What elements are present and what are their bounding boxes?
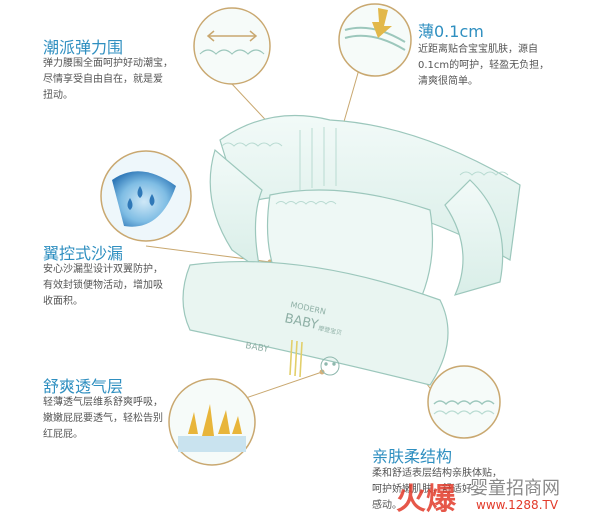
diaper-wetness-lines [289, 339, 303, 378]
feature-desc-elastic-waist: 弹力腰围全面呵护好动潮宝， 尽情享受自由自在，就是爱 扭动。 [43, 56, 173, 104]
diaper-baby-emblem [320, 356, 340, 376]
thin-arrow-icon [372, 8, 392, 38]
feature-line: 呵护娇嫩肌肤，舒适好 [372, 484, 472, 495]
feature-title-leak-guard: 翼控式沙漏 [43, 244, 124, 263]
feature-line: 0.1cm的呵护，轻盈无负担， [418, 60, 550, 71]
feature-line: 收面积。 [43, 296, 83, 307]
feature-line: 清爽很简单。 [418, 76, 478, 87]
diaper-side-panel-right [444, 179, 504, 296]
feature-line: 有效封锁便物活动，增加吸 [43, 280, 163, 291]
feature-line: 尽情享受自由自在，就是爱 [43, 74, 163, 85]
feature-line: 柔和舒适表层结构亲肤体贴， [372, 468, 502, 479]
callout-soft-skin [427, 365, 501, 439]
feature-line: 安心沙漏型设计双翼防护， [43, 264, 163, 275]
feature-line: 红屁屁。 [43, 429, 83, 440]
elastic-arrows-icon [206, 30, 258, 42]
callout-leak-guard [100, 150, 192, 242]
feature-desc-thin: 近距离贴合宝宝肌肤，源自 0.1cm的呵护，轻盈无负担， 清爽很简单。 [418, 42, 549, 90]
feature-line: 近距离贴合宝宝肌肤，源自 [418, 44, 538, 55]
feature-line: 轻薄透气层维系舒爽呼吸， [43, 397, 163, 408]
feature-line: 感动。 [372, 500, 402, 511]
diaper-side-panel-left [209, 148, 263, 272]
droplet-icon [127, 186, 155, 210]
diaper-front-panel [182, 260, 449, 386]
feature-title-thin: 薄0.1cm [418, 22, 484, 41]
diaper-ruffles [221, 127, 509, 205]
airflow-arrows-icon [188, 404, 242, 436]
feature-desc-leak-guard: 安心沙漏型设计双翼防护， 有效封锁便物活动，增加吸 收面积。 [43, 262, 163, 310]
feature-line: 弹力腰围全面呵护好动潮宝， [43, 58, 173, 69]
leader-line-breathable [239, 371, 323, 401]
feature-line: 嫩嫩屁屁要透气，轻松告别 [43, 413, 163, 424]
feature-title-breathable: 舒爽透气层 [43, 377, 124, 396]
feature-desc-soft-skin: 柔和舒适表层结构亲肤体贴， 呵护娇嫩肌肤，舒适好 感动。 [372, 466, 502, 514]
diaper [182, 114, 521, 386]
feature-desc-breathable: 轻薄透气层维系舒爽呼吸， 嫩嫩屁屁要透气，轻松告别 红屁屁。 [43, 395, 163, 443]
feature-title-elastic-waist: 潮派弹力围 [43, 38, 124, 57]
feature-line: 扭动。 [43, 90, 73, 101]
callout-elastic-waist [193, 7, 271, 85]
watermark-site-name: 婴童招商网 [470, 478, 560, 499]
watermark-url: www.1288.TV [476, 498, 559, 512]
watermark-logo: 火爆 [396, 482, 456, 517]
leader-dot-breathable [319, 369, 325, 375]
feature-title-soft-skin: 亲肤柔结构 [372, 447, 453, 466]
diaper-brand-small: BABY [244, 341, 269, 355]
diaper-brand-bottom: BABY [283, 311, 319, 333]
callout-breathable [168, 378, 256, 466]
callout-thin [338, 3, 412, 77]
